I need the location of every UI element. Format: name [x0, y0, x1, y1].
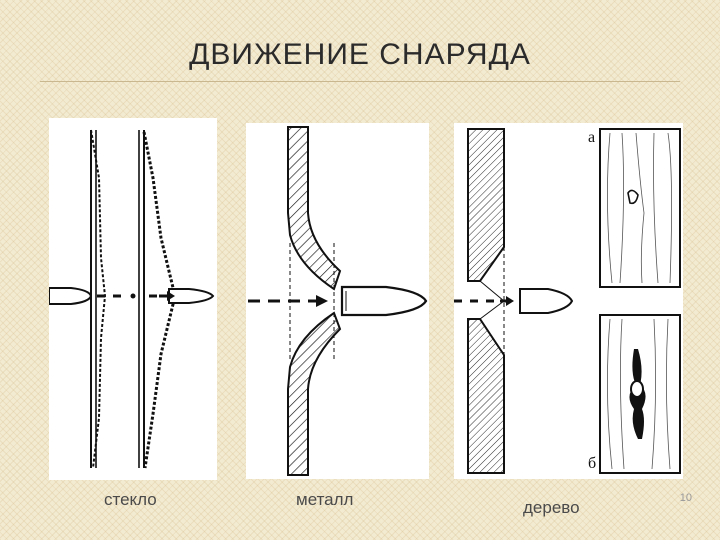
wood-photo-b — [600, 315, 680, 473]
metal-plate-lower — [288, 313, 340, 475]
wood-board-upper — [468, 129, 504, 281]
photo-label-a: а — [588, 129, 595, 147]
title-divider — [40, 81, 680, 82]
metal-diagram-panel — [246, 123, 429, 479]
wood-board-lower — [468, 319, 504, 473]
caption-glass: стекло — [104, 490, 157, 510]
glass-diagram-panel — [49, 118, 217, 480]
bullet — [342, 287, 426, 315]
bullet — [520, 289, 572, 313]
wood-penetration-diagram — [454, 123, 683, 479]
caption-wood: дерево — [523, 498, 580, 518]
slide-title: ДВИЖЕНИЕ СНАРЯДА — [0, 38, 720, 72]
metal-penetration-diagram — [246, 123, 429, 479]
metal-plate-upper — [288, 127, 340, 289]
bullet-in — [49, 288, 91, 304]
slide-page-number: 10 — [680, 492, 692, 504]
glass-pane-left — [91, 130, 105, 468]
glass-penetration-diagram — [49, 118, 217, 480]
photo-label-b: б — [588, 455, 596, 473]
wood-diagram-panel: а б — [454, 123, 683, 479]
bullet-out — [169, 289, 213, 303]
wood-photo-a — [600, 129, 680, 287]
caption-metal: металл — [296, 490, 353, 510]
